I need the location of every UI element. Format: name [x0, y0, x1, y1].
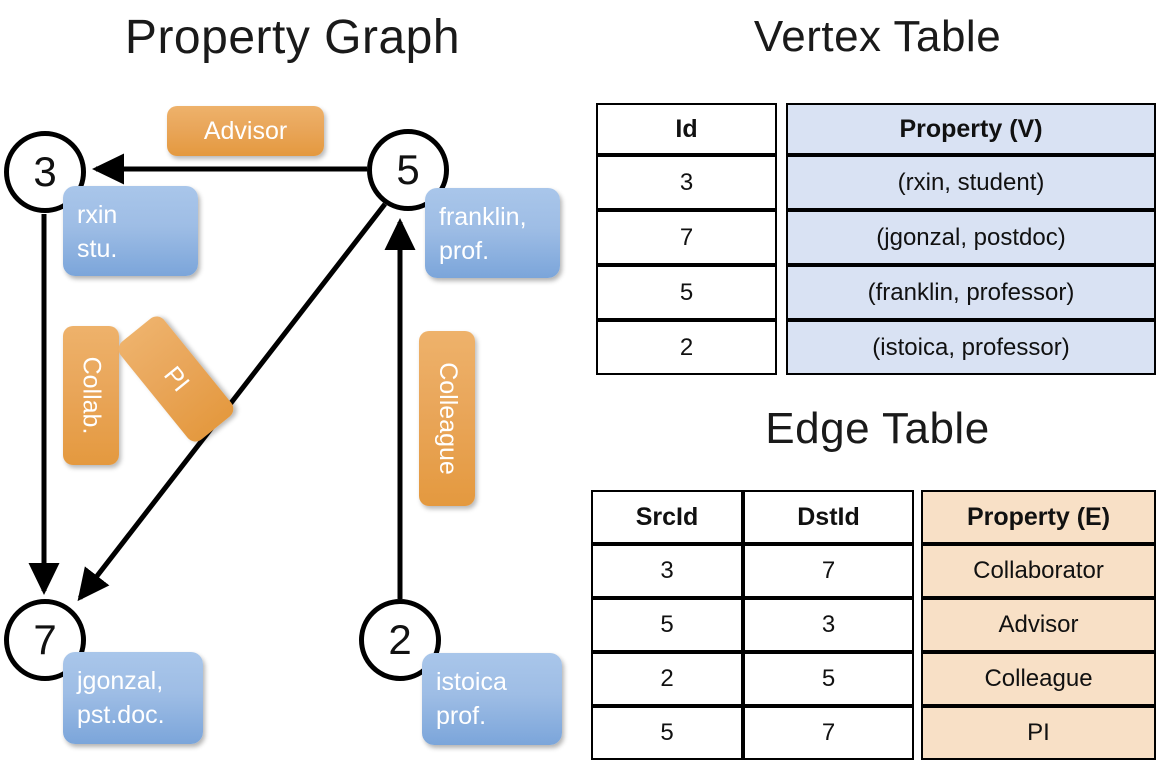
edge-table-cell-srcid: 2 — [591, 652, 743, 706]
edge-table-header-srcid: SrcId — [591, 490, 743, 544]
edge-table-cell-srcid: 3 — [591, 544, 743, 598]
edge-table-cell-dstid: 7 — [743, 544, 914, 598]
vertex-table-header-property: Property (V) — [786, 103, 1156, 155]
vertex-table-cell-property: (rxin, student) — [786, 155, 1156, 210]
edge-tag-collab: Collab. — [63, 326, 119, 465]
graph-node-5[interactable]: 5 — [367, 129, 449, 211]
node-property-line: istoica — [436, 668, 507, 696]
node-property-line: franklin, — [439, 203, 527, 231]
page-title-property-graph: Property Graph — [124, 11, 461, 64]
edge-table-cell-dstid: 3 — [743, 598, 914, 652]
vertex-table-cell-id: 5 — [596, 265, 777, 320]
node-property-line: prof. — [436, 702, 487, 730]
edge-tag-pi-label: PI — [158, 360, 195, 397]
edge-line-pi — [77, 202, 387, 602]
vertex-table-cell-property: (istoica, professor) — [786, 320, 1156, 375]
edge-table-cell-property: PI — [921, 706, 1156, 760]
node-property-line: stu. — [77, 235, 118, 263]
edge-table-header-property: Property (E) — [921, 490, 1156, 544]
graph-node-2[interactable]: 2 — [359, 599, 441, 681]
page-title-vertex-table: Vertex Table — [753, 12, 1002, 61]
edge-tag-colleague-label: Colleague — [433, 362, 462, 475]
node-property-callout-istoica: istoica prof. — [422, 653, 562, 745]
node-property-callout-rxin: rxin stu. — [63, 186, 198, 276]
property-graph-diagram: 3 5 7 2 rxin stu. franklin, prof. jgonza… — [4, 106, 562, 745]
node-property-line: prof. — [439, 237, 490, 265]
vertex-table-cell-property: (franklin, professor) — [786, 265, 1156, 320]
graph-edge-lines — [28, 153, 416, 602]
vertex-table-header-id: Id — [596, 103, 777, 155]
node-property-line: jgonzal, — [77, 667, 164, 695]
vertex-table-cell-id: 7 — [596, 210, 777, 265]
node-property-line: rxin — [77, 201, 118, 229]
edge-table-cell-srcid: 5 — [591, 706, 743, 760]
graph-node-3-label: 3 — [33, 148, 57, 195]
edge-tag-advisor-label: Advisor — [203, 116, 288, 145]
node-property-callout-franklin: franklin, prof. — [425, 188, 560, 278]
vertex-table-cell-id: 3 — [596, 155, 777, 210]
vertex-table-cell-id: 2 — [596, 320, 777, 375]
edge-table-cell-dstid: 7 — [743, 706, 914, 760]
edge-table-cell-property: Collaborator — [921, 544, 1156, 598]
edge-table-cell-property: Advisor — [921, 598, 1156, 652]
edge-tag-colleague: Colleague — [419, 331, 475, 506]
graph-node-7-label: 7 — [33, 616, 57, 663]
node-property-callout-jgonzal: jgonzal, pst.doc. — [63, 652, 203, 744]
graph-node-2-label: 2 — [388, 616, 412, 663]
vertex-table-cell-property: (jgonzal, postdoc) — [786, 210, 1156, 265]
node-property-line: pst.doc. — [77, 701, 165, 729]
edge-tag-collab-label: Collab. — [77, 356, 106, 435]
edge-table-cell-property: Colleague — [921, 652, 1156, 706]
page-title-edge-table: Edge Table — [765, 404, 990, 453]
edge-table-cell-dstid: 5 — [743, 652, 914, 706]
edge-table-header-dstid: DstId — [743, 490, 914, 544]
edge-table-cell-srcid: 5 — [591, 598, 743, 652]
edge-tag-advisor: Advisor — [167, 106, 324, 156]
graph-node-5-label: 5 — [396, 146, 420, 193]
